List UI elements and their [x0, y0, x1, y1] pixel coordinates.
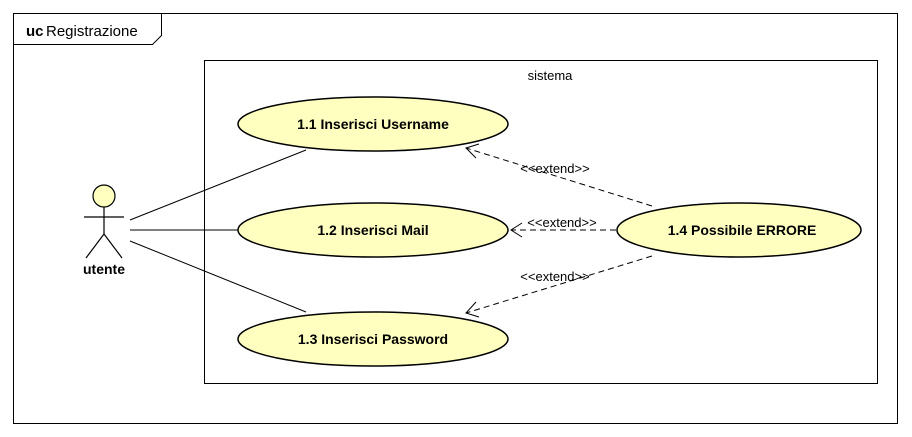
use-case-password[interactable]: 1.3 Inserisci Password [237, 311, 509, 367]
use-case-username-label: 1.1 Inserisci Username [297, 116, 449, 132]
system-boundary [204, 60, 878, 384]
use-case-mail[interactable]: 1.2 Inserisci Mail [237, 202, 509, 258]
use-case-username-shape [237, 96, 509, 152]
frame-title: Registrazione [46, 23, 138, 40]
use-case-errore-shape [616, 202, 862, 258]
extend-line-username [465, 147, 653, 207]
extend-line-password [465, 255, 653, 314]
actor-name: utente [83, 261, 125, 277]
use-case-mail-label: 1.2 Inserisci Mail [317, 222, 428, 238]
extend-label-password: <<extend>> [520, 269, 589, 284]
extend-arrowhead-mail [510, 222, 523, 238]
frame-keyword: uc [26, 23, 44, 40]
use-case-errore[interactable]: 1.4 Possibile ERRORE [616, 202, 862, 258]
use-case-mail-shape [237, 202, 509, 258]
use-case-username[interactable]: 1.1 Inserisci Username [237, 96, 509, 152]
extend-label-username: <<extend>> [520, 161, 589, 176]
extend-arrowhead-password [465, 301, 480, 318]
frame-name-tab [13, 13, 162, 45]
actor-left-leg [85, 233, 105, 259]
use-case-password-shape [237, 311, 509, 367]
diagram-frame [13, 13, 898, 424]
system-name: sistema [528, 68, 574, 83]
association-username [129, 149, 307, 221]
actor-right-leg [103, 233, 123, 259]
actor-head [92, 184, 116, 208]
extend-label-mail: <<extend>> [527, 215, 596, 230]
extend-arrowhead-username [465, 143, 480, 159]
actor-utente[interactable]: utente [83, 184, 125, 277]
use-case-password-label: 1.3 Inserisci Password [298, 331, 448, 347]
use-case-errore-label: 1.4 Possibile ERRORE [668, 222, 817, 238]
association-password [129, 240, 307, 313]
